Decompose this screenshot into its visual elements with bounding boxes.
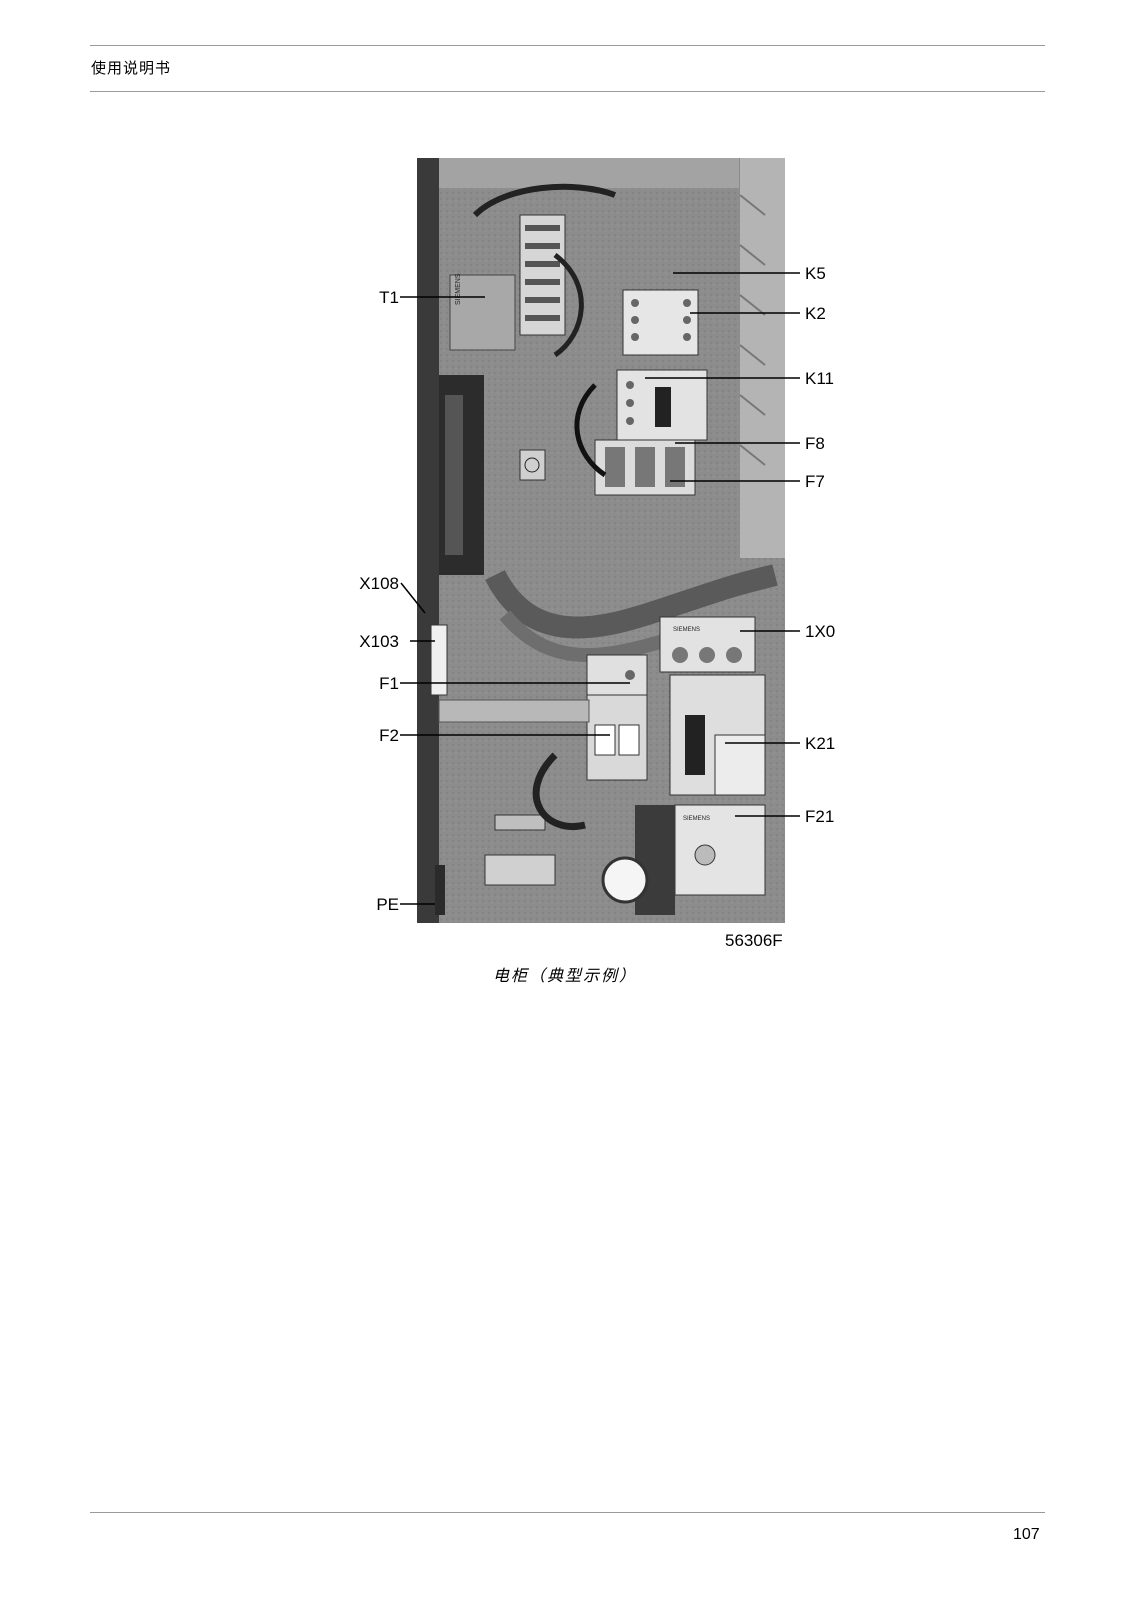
callout-pe: PE	[376, 895, 399, 914]
relay-brand: SIEMENS	[683, 816, 710, 822]
header-rule-top	[90, 45, 1045, 46]
page-number: 107	[1013, 1526, 1040, 1543]
callout-x103: X103	[359, 632, 399, 651]
transformer-brand: SIEMENS	[455, 273, 462, 305]
document-title: 使用说明书	[91, 59, 172, 77]
callout-k11: K11	[805, 369, 834, 388]
figure-caption: 电柜（典型示例）	[492, 966, 637, 985]
header-rule-bottom	[90, 91, 1045, 92]
electrical-cabinet-figure: SIEMENS SIEMENS	[355, 155, 850, 975]
callout-f2: F2	[379, 726, 399, 745]
callout-k5: K5	[805, 264, 826, 283]
figure-id: 56306F	[725, 931, 783, 950]
terminal-brand: SIEMENS	[673, 627, 700, 633]
callout-1x0: 1X0	[805, 622, 836, 641]
callout-k2: K2	[805, 304, 826, 323]
callout-k21: K21	[805, 734, 836, 753]
callout-f7: F7	[805, 472, 825, 491]
callout-x108: X108	[359, 574, 399, 593]
callout-f8: F8	[805, 434, 825, 453]
callout-t1: T1	[379, 288, 399, 307]
cabinet-photo: SIEMENS SIEMENS	[400, 158, 800, 923]
footer-rule	[90, 1512, 1045, 1513]
callout-f1: F1	[379, 674, 399, 693]
callout-f21: F21	[805, 807, 835, 826]
